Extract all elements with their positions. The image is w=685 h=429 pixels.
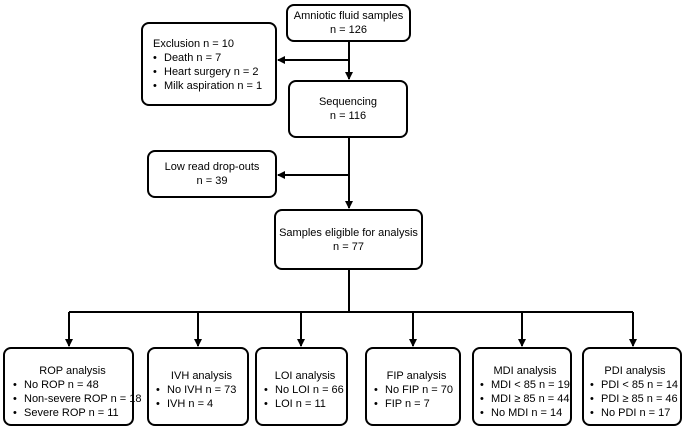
sequencing-count: n = 116: [329, 110, 367, 122]
loi-item: No LOI n = 66: [264, 383, 346, 397]
loi-item: LOI n = 11: [264, 397, 346, 411]
rop-analysis-list: No ROP n = 48 Non-severe ROP n = 18 Seve…: [13, 378, 142, 420]
rop-analysis-box: ROP analysis No ROP n = 48 Non-severe RO…: [3, 347, 142, 426]
dropouts-box: Low read drop-outs n = 39: [147, 150, 277, 198]
dropouts-title: Low read drop-outs: [164, 161, 260, 173]
pdi-analysis-box: PDI analysis PDI < 85 n = 14 PDI ≥ 85 n …: [582, 347, 682, 426]
pdi-item: No PDI n = 17: [590, 406, 680, 420]
eligible-title: Samples eligible for analysis: [279, 226, 418, 239]
ivh-analysis-box: IVH analysis No IVH n = 73 IVH n = 4: [147, 347, 249, 426]
loi-analysis-list: No LOI n = 66 LOI n = 11: [264, 383, 346, 411]
mdi-item: No MDI n = 14: [480, 406, 570, 420]
mdi-item: MDI ≥ 85 n = 44: [480, 392, 570, 406]
fip-item: No FIP n = 70: [374, 383, 459, 397]
ivh-item: IVH n = 4: [156, 397, 247, 411]
eligible-box: Samples eligible for analysis n = 77: [274, 209, 423, 270]
mdi-item: MDI < 85 n = 19: [480, 378, 570, 392]
exclusion-list: Death n = 7 Heart surgery n = 2 Milk asp…: [153, 51, 275, 93]
amniotic-title: Amniotic fluid samples: [293, 10, 404, 22]
loi-analysis-title: LOI analysis: [274, 370, 336, 382]
exclusion-item: Heart surgery n = 2: [153, 65, 275, 79]
amniotic-count: n = 126: [329, 24, 367, 36]
rop-item: Severe ROP n = 11: [13, 406, 132, 420]
rop-item: No ROP n = 48: [13, 378, 132, 392]
rop-analysis-title: ROP analysis: [39, 365, 106, 377]
exclusion-title: Exclusion n = 10: [153, 38, 235, 50]
pdi-item: PDI < 85 n = 14: [590, 378, 680, 392]
mdi-analysis-list: MDI < 85 n = 19 MDI ≥ 85 n = 44 No MDI n…: [480, 378, 570, 420]
fip-analysis-box: FIP analysis No FIP n = 70 FIP n = 7: [365, 347, 461, 426]
eligible-count: n = 77: [333, 240, 364, 253]
mdi-analysis-box: MDI analysis MDI < 85 n = 19 MDI ≥ 85 n …: [472, 347, 572, 426]
ivh-item: No IVH n = 73: [156, 383, 247, 397]
fip-item: FIP n = 7: [374, 397, 459, 411]
amniotic-fluid-box: Amniotic fluid samples n = 126: [286, 4, 411, 42]
exclusion-box: Exclusion n = 10 Death n = 7 Heart surge…: [141, 22, 277, 106]
pdi-item: PDI ≥ 85 n = 46: [590, 392, 680, 406]
exclusion-item: Death n = 7: [153, 51, 275, 65]
rop-item: Non-severe ROP n = 18: [13, 392, 142, 406]
mdi-analysis-title: MDI analysis: [493, 365, 557, 377]
pdi-analysis-title: PDI analysis: [604, 365, 666, 377]
exclusion-item: Milk aspiration n = 1: [153, 79, 275, 93]
fip-analysis-title: FIP analysis: [386, 370, 447, 382]
ivh-analysis-title: IVH analysis: [170, 370, 233, 382]
sequencing-box: Sequencing n = 116: [288, 80, 408, 138]
dropouts-count: n = 39: [196, 175, 228, 187]
loi-analysis-box: LOI analysis No LOI n = 66 LOI n = 11: [255, 347, 348, 426]
sequencing-title: Sequencing: [318, 96, 378, 108]
pdi-analysis-list: PDI < 85 n = 14 PDI ≥ 85 n = 46 No PDI n…: [590, 378, 680, 420]
ivh-analysis-list: No IVH n = 73 IVH n = 4: [156, 383, 247, 411]
fip-analysis-list: No FIP n = 70 FIP n = 7: [374, 383, 459, 411]
